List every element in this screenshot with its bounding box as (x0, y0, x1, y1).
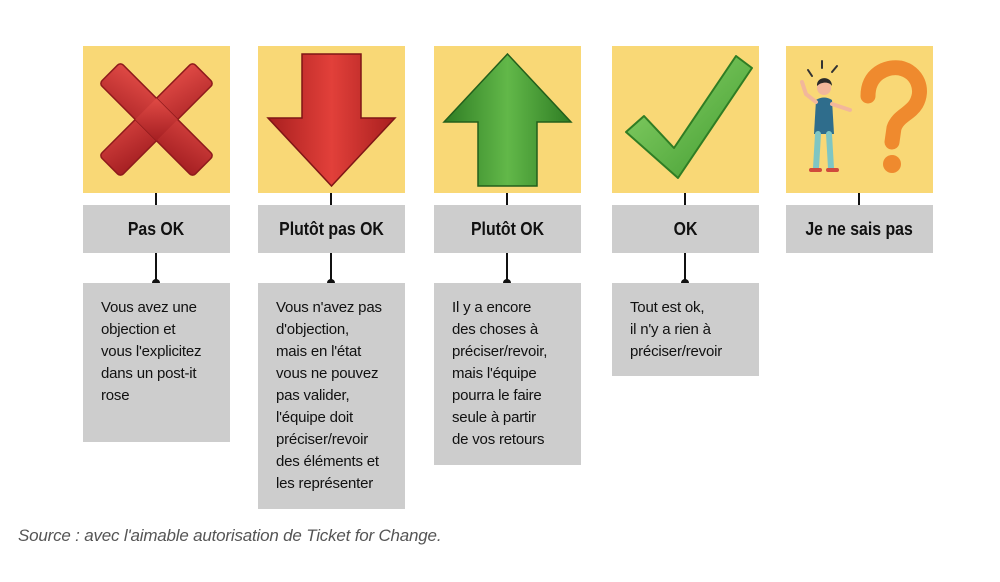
label-box: OK (612, 205, 759, 253)
label-je-ne-sais-pas: Je ne sais pas (805, 218, 914, 239)
connector-mid (684, 253, 686, 281)
column-plutot-pas-ok: Plutôt pas OK Vous n'avez pas d'objectio… (258, 0, 405, 582)
question-person-icon (800, 60, 927, 173)
cross-icon (100, 63, 213, 176)
column-je-ne-sais-pas: Je ne sais pas (786, 0, 933, 582)
tile-je-ne-sais-pas (786, 46, 933, 193)
arrow-up-icon (442, 52, 573, 187)
connector-top (858, 193, 860, 205)
tile-ok (612, 46, 759, 193)
description-ok: Tout est ok, il n'y a rien à préciser/re… (630, 299, 723, 360)
column-plutot-ok: Plutôt OK Il y a encore des choses à pré… (434, 0, 581, 582)
label-box: Je ne sais pas (786, 205, 933, 253)
tile-plutot-ok (434, 46, 581, 193)
arrow-down-icon (266, 53, 397, 188)
source-caption: Source : avec l'aimable autorisation de … (18, 526, 442, 545)
connector-mid (506, 253, 508, 281)
connector-mid (330, 253, 332, 281)
description-box: Tout est ok, il n'y a rien à préciser/re… (612, 283, 759, 376)
label-plutot-ok: Plutôt OK (470, 218, 545, 239)
description-box: Vous n'avez pas d'objection, mais en l'é… (258, 283, 405, 509)
description-pas-ok: Vous avez une objection et vous l'explic… (101, 299, 202, 404)
description-box: Vous avez une objection et vous l'explic… (83, 283, 230, 442)
connector-top (155, 193, 157, 205)
column-pas-ok: Pas OK Vous avez une objection et vous l… (83, 0, 230, 582)
label-plutot-pas-ok: Plutôt pas OK (279, 218, 384, 239)
tile-pas-ok (83, 46, 230, 193)
label-pas-ok: Pas OK (128, 218, 185, 239)
description-plutot-ok: Il y a encore des choses à préciser/revo… (452, 299, 548, 448)
label-box: Pas OK (83, 205, 230, 253)
connector-top (684, 193, 686, 205)
connector-mid (155, 253, 157, 281)
label-box: Plutôt pas OK (258, 205, 405, 253)
column-ok: OK Tout est ok, il n'y a rien à préciser… (612, 0, 759, 582)
label-ok: OK (673, 218, 698, 239)
tile-plutot-pas-ok (258, 46, 405, 193)
description-plutot-pas-ok: Vous n'avez pas d'objection, mais en l'é… (276, 299, 382, 492)
description-box: Il y a encore des choses à préciser/revo… (434, 283, 581, 465)
checkmark-icon (625, 55, 753, 179)
label-box: Plutôt OK (434, 205, 581, 253)
connector-top (330, 193, 332, 205)
connector-top (506, 193, 508, 205)
